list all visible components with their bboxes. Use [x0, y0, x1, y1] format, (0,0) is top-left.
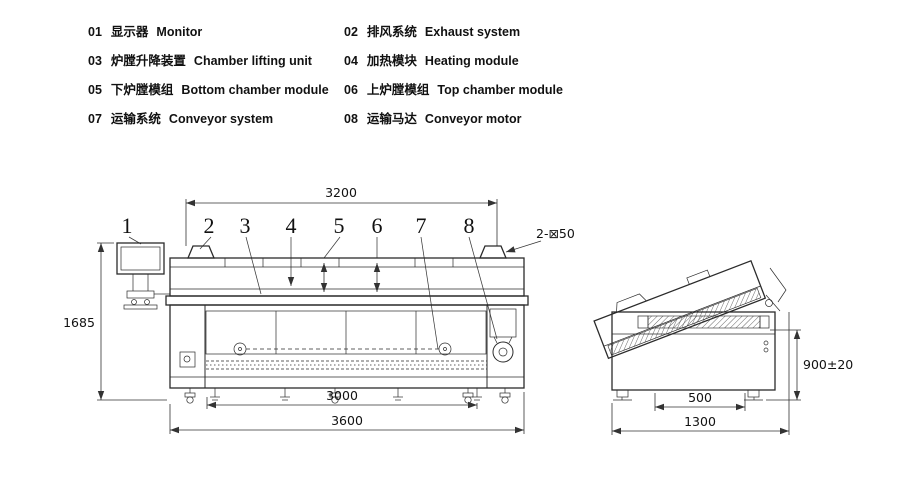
dimension-height: 1685	[63, 242, 167, 401]
legend-item-03: 03 炉膛升降装置 Chamber lifting unit	[88, 53, 344, 69]
part-number-1: 1	[122, 213, 133, 238]
dimension-side-total-width: 1300	[611, 312, 790, 435]
legend-label-zh: 运输马达	[366, 112, 417, 126]
parts-legend: 01 显示器 Monitor 02 排风系统 Exhaust system 03 炉膛升降…	[88, 24, 563, 127]
part-number-3: 3	[240, 213, 251, 238]
dim-900-label: 900±20	[803, 357, 853, 372]
side-view: 900±20 500 1300	[593, 259, 853, 435]
legend-label-en: Bottom chamber module	[181, 83, 329, 97]
dim-1685-label: 1685	[63, 315, 95, 330]
monitor	[116, 242, 170, 310]
legend-label-en: Conveyor motor	[424, 112, 522, 126]
lid-hinge	[765, 267, 787, 312]
front-view: 3200 1 2 3 4 5 6 7 8	[63, 185, 575, 434]
top-chamber	[169, 257, 525, 297]
base-frame	[169, 304, 525, 389]
side-base-frame	[611, 311, 776, 401]
dimension-total-width: 3600	[169, 392, 525, 434]
legend-label-zh: 运输系统	[110, 112, 161, 126]
dim-3600-label: 3600	[331, 413, 363, 428]
dim-1300-label: 1300	[684, 414, 716, 429]
legend-number: 02	[344, 25, 358, 39]
legend-label-en: Monitor	[156, 25, 203, 39]
legend-number: 05	[88, 83, 102, 97]
dim-3000-label: 3000	[326, 388, 358, 403]
part-number-4: 4	[286, 213, 297, 238]
legend-label-en: Heating module	[424, 54, 519, 68]
legend-item-01: 01 显示器 Monitor	[88, 24, 344, 40]
legend-number: 01	[88, 25, 102, 39]
part-number-7: 7	[416, 213, 427, 238]
legend-label-zh: 上炉膛模组	[366, 83, 430, 97]
part-number-callouts: 1 2 3 4 5 6 7 8	[122, 213, 498, 350]
oven-front-outline	[165, 245, 529, 404]
legend-label-en: Chamber lifting unit	[193, 54, 312, 68]
exhaust-stack-right	[479, 245, 507, 259]
dim-3200-label: 3200	[325, 185, 357, 200]
dimension-top-width: 3200	[185, 185, 498, 246]
legend-label-en: Top chamber module	[437, 83, 563, 97]
raised-top-chamber	[593, 259, 767, 360]
legend-item-07: 07 运输系统 Conveyor system	[88, 111, 344, 127]
conveyor-motor	[489, 308, 517, 363]
legend-label-zh: 显示器	[110, 25, 149, 39]
legend-item-08: 08 运输马达 Conveyor motor	[344, 111, 563, 127]
exhaust-note-label: 2-⊠50	[536, 226, 575, 241]
legend-number: 06	[344, 83, 358, 97]
legend-item-04: 04 加热模块 Heating module	[344, 53, 563, 69]
leveling-feet	[210, 388, 482, 401]
dimension-inner-width: 3000	[206, 388, 478, 409]
part-number-5: 5	[334, 213, 345, 238]
dim-500-label: 500	[688, 390, 712, 405]
legend-label-zh: 炉膛升降装置	[110, 54, 186, 68]
part-number-6: 6	[372, 213, 383, 238]
legend-item-02: 02 排风系统 Exhaust system	[344, 24, 563, 40]
exhaust-hole-note: 2-⊠50	[505, 226, 575, 253]
part-number-8: 8	[464, 213, 475, 238]
legend-label-zh: 下炉膛模组	[110, 83, 174, 97]
chamber-flange	[165, 295, 529, 306]
legend-label-zh: 排风系统	[366, 25, 417, 39]
legend-label-en: Exhaust system	[424, 25, 521, 39]
legend-item-05: 05 下炉膛模组 Bottom chamber module	[88, 82, 344, 98]
dimension-side-inner-width: 500	[654, 390, 746, 411]
part-number-2: 2	[204, 213, 215, 238]
legend-label-zh: 加热模块	[366, 54, 417, 68]
legend-label-en: Conveyor system	[168, 112, 274, 126]
caster-feet	[184, 388, 511, 404]
legend-number: 08	[344, 112, 358, 126]
legend-item-06: 06 上炉膛模组 Top chamber module	[344, 82, 563, 98]
legend-number: 04	[344, 54, 358, 68]
legend-number: 07	[88, 112, 102, 126]
dimension-side-height: 900±20	[766, 329, 853, 401]
legend-number: 03	[88, 54, 102, 68]
